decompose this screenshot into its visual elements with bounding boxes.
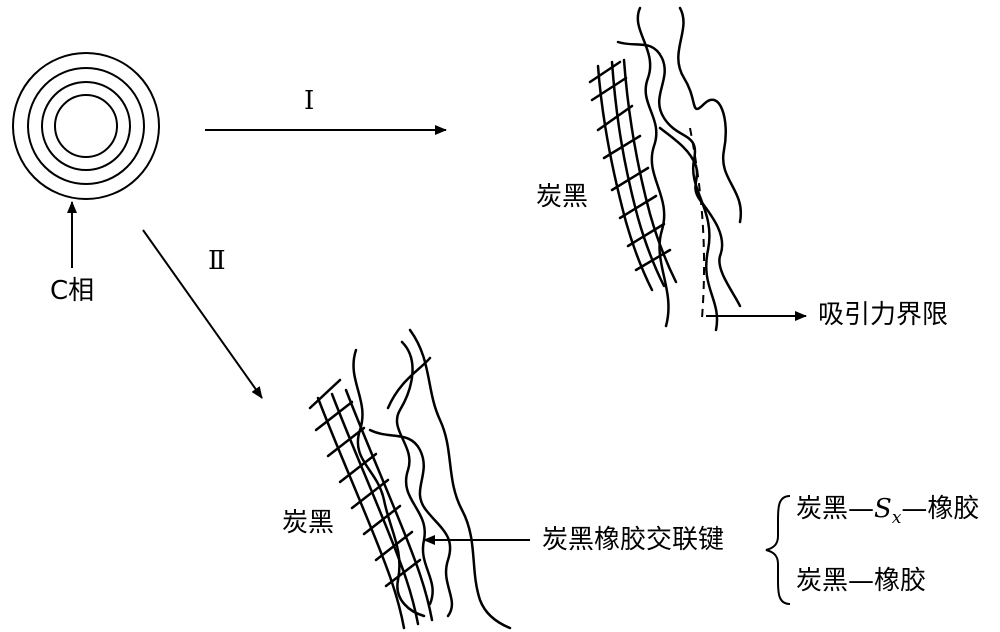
ring-2 [28,68,144,184]
bond-type-1-s: S [874,494,892,524]
carbon-strand-3 [346,390,432,620]
rubber-chain [618,42,717,330]
carbon-strand-2 [332,394,418,624]
rubber-chain [410,330,510,628]
bond-type-1-label: 炭黑—Sx—橡胶 [796,494,979,533]
bond-type-1-x: x [892,508,902,528]
carbon-strand-3 [624,60,676,282]
rubber-chain [388,358,430,408]
bond-type-1-sulfur: Sx [874,494,901,524]
carbon-black-top-structure [590,60,676,290]
rubber-chain [638,8,669,326]
rubber-chains-bottom [354,330,510,628]
carbon-black-bottom-label: 炭黑 [282,508,334,538]
route-1-label: Ⅰ [304,86,314,116]
ring-inner [55,95,117,157]
rubber-chain [370,430,452,616]
hatch [364,506,400,534]
hatch [592,78,626,100]
hatch [590,62,620,82]
rubber-chain [678,8,741,222]
crosslink-bond-label: 炭黑橡胶交联键 [542,525,724,555]
bond-type-2-label: 炭黑—橡胶 [796,566,926,596]
rubber-chains-top [618,8,741,330]
bond-type-1-suffix: —橡胶 [901,494,979,524]
c-phase-label: C相 [50,276,94,306]
rubber-chain [660,128,740,306]
attraction-boundary-label: 吸引力界限 [818,300,948,330]
route-2-label: Ⅱ [208,246,226,276]
ring-outer [13,53,159,199]
carbon-strand-1 [598,66,652,290]
bond-type-1-prefix: 炭黑— [796,494,874,524]
route-2-arrow [143,230,262,398]
bond-types-brace [766,496,790,604]
carbon-black-top-label: 炭黑 [536,182,588,212]
hatch [386,560,420,586]
c-phase-rings [13,53,159,199]
